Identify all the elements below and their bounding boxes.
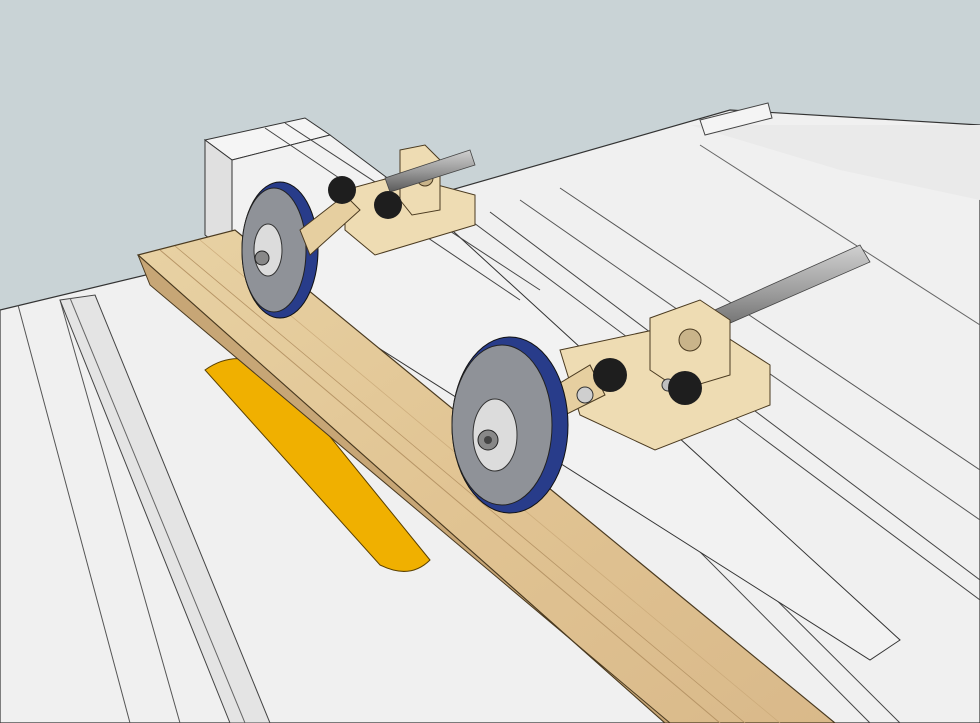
miter-slot-left <box>59 294 271 723</box>
fence-rail <box>699 102 773 136</box>
steel-rod-far <box>384 149 476 193</box>
arm-pivot <box>576 386 594 404</box>
mounting-block-near <box>559 299 771 451</box>
featherboard-wheel-near <box>451 336 569 514</box>
wheel-arm-far <box>299 194 361 256</box>
star-knob[interactable] <box>328 176 402 219</box>
star-knob[interactable] <box>593 358 702 405</box>
featherboard-wheel-far <box>241 181 319 319</box>
